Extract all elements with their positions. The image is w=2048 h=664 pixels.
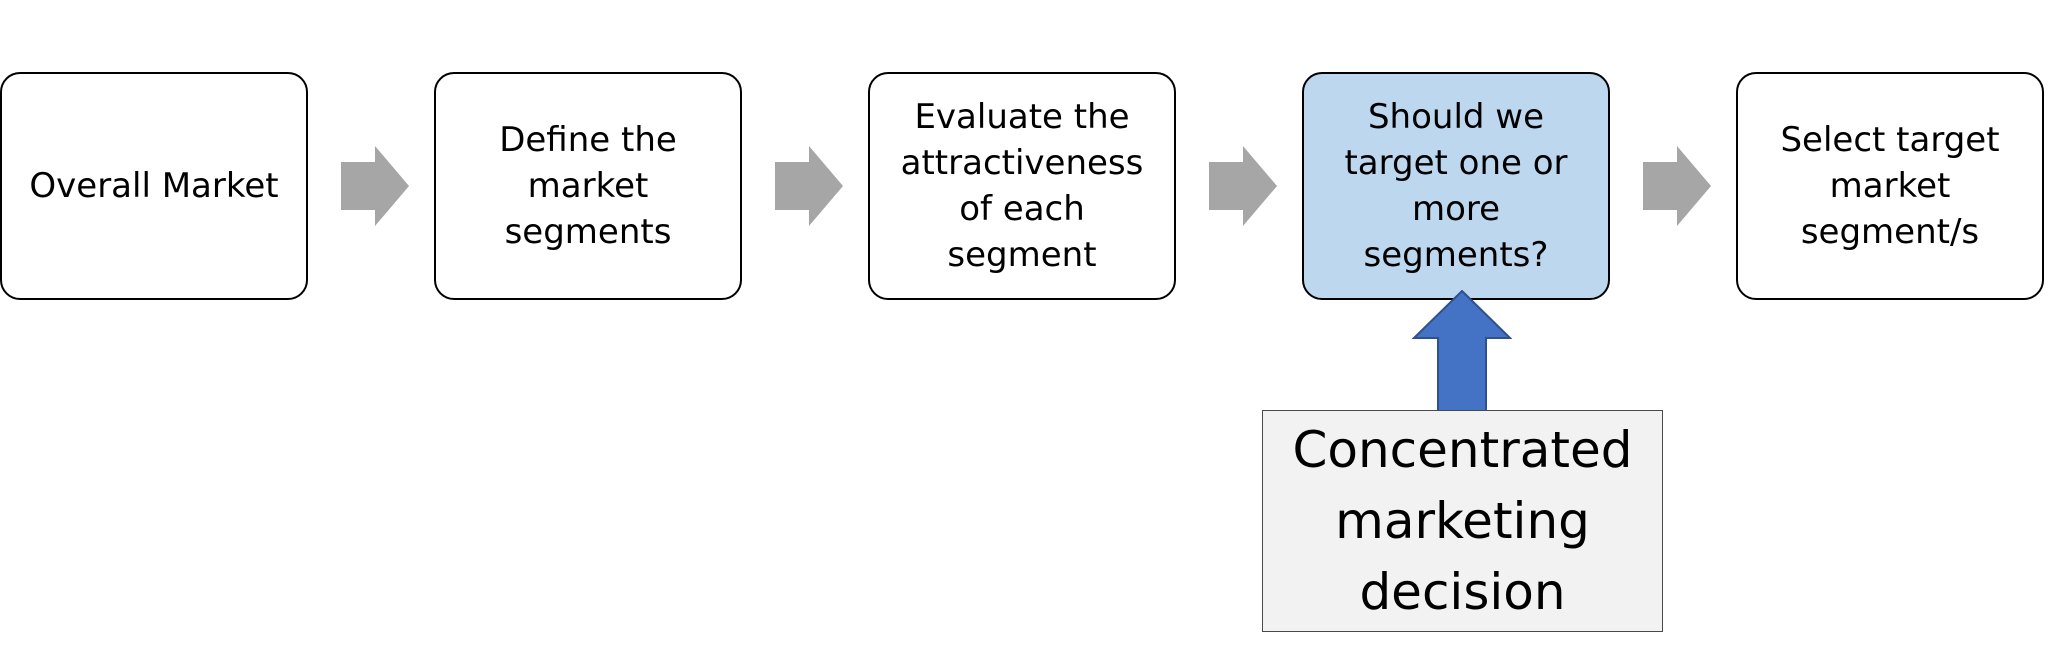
step-label: Evaluate the attractiveness of each segm… — [900, 97, 1144, 275]
step-target-segments-question: Should we target one or more segments? — [1302, 72, 1610, 300]
step-label: Select target market segment/s — [1780, 120, 2000, 252]
right-arrow-icon — [775, 146, 843, 226]
right-arrow-icon — [1209, 146, 1277, 226]
step-define-segments: Define the market segments — [434, 72, 742, 300]
step-select-target-segments: Select target market segment/s — [1736, 72, 2044, 300]
concentrated-marketing-decision-box: Concentrated marketing decision — [1262, 410, 1663, 632]
decision-label: Concentrated marketing decision — [1292, 420, 1633, 621]
step-evaluate-attractiveness: Evaluate the attractiveness of each segm… — [868, 72, 1176, 300]
step-label: Overall Market — [29, 166, 279, 206]
up-arrow-icon — [1412, 290, 1512, 412]
step-overall-market: Overall Market — [0, 72, 308, 300]
step-label: Define the market segments — [499, 120, 677, 252]
right-arrow-icon — [1643, 146, 1711, 226]
right-arrow-icon — [341, 146, 409, 226]
step-label: Should we target one or more segments? — [1344, 97, 1568, 275]
